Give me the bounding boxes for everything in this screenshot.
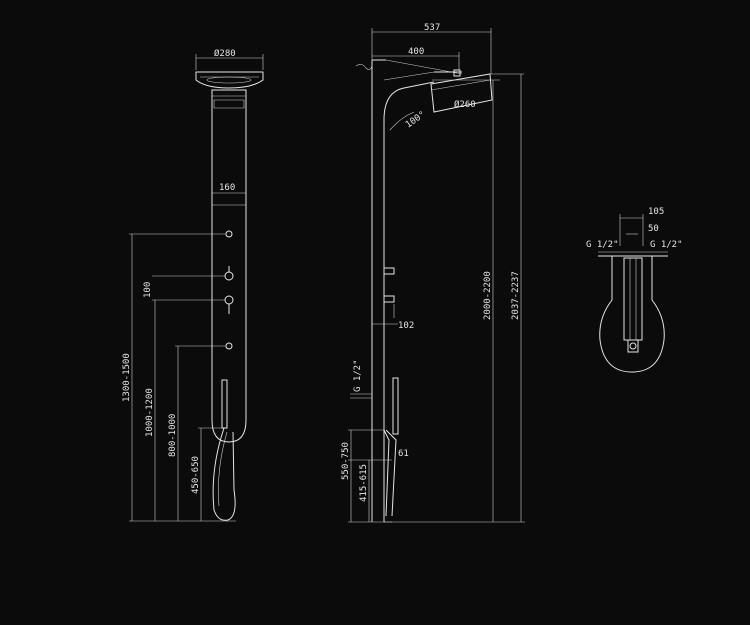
front-height-3-label: 800-1000 <box>168 414 178 457</box>
front-panel <box>211 89 247 443</box>
front-height-1-label: 1300-1500 <box>122 353 132 402</box>
front-panel-width-label: 160 <box>219 183 235 193</box>
top-inlet-right-label: G 1/2" <box>650 240 683 250</box>
front-view: Ø280 160 <box>122 48 264 522</box>
top-view: 105 50 G 1/2" G 1/2" <box>586 207 683 373</box>
side-lower-height-2-label: 415-615 <box>359 464 369 502</box>
top-panel-outline <box>599 255 665 373</box>
side-view: Ø260 100° 537 400 102 G 1/2" <box>341 23 525 523</box>
side-panel-height-label: 2000-2200 <box>483 271 493 320</box>
side-inlet-thread-label: G 1/2" <box>353 359 363 392</box>
side-hand-shower <box>383 377 399 517</box>
side-panel-depth-label: 102 <box>398 321 414 331</box>
top-inlet-left-label: G 1/2" <box>586 240 619 250</box>
side-panel <box>371 59 463 522</box>
side-spout-dim-label: 61 <box>398 449 409 459</box>
top-inner-width-label: 50 <box>648 224 659 234</box>
top-outer-width-label: 105 <box>648 207 664 217</box>
front-height-4-label: 450-650 <box>191 456 201 494</box>
side-arm-length-label: 400 <box>408 47 424 57</box>
side-total-height-label: 2037-2237 <box>511 271 521 320</box>
top-outlet-icon <box>629 342 637 350</box>
front-shower-head <box>195 71 264 89</box>
front-spacing-label: 100 <box>143 282 153 298</box>
side-overall-depth-label: 537 <box>424 23 440 33</box>
side-lower-height-1-label: 550-750 <box>341 442 351 480</box>
side-head-diameter-label: Ø260 <box>454 99 476 110</box>
front-height-2-label: 1000-1200 <box>145 388 155 437</box>
front-head-diameter-label: Ø280 <box>214 48 236 59</box>
front-hand-shower <box>212 379 236 521</box>
side-shower-head <box>430 73 493 113</box>
